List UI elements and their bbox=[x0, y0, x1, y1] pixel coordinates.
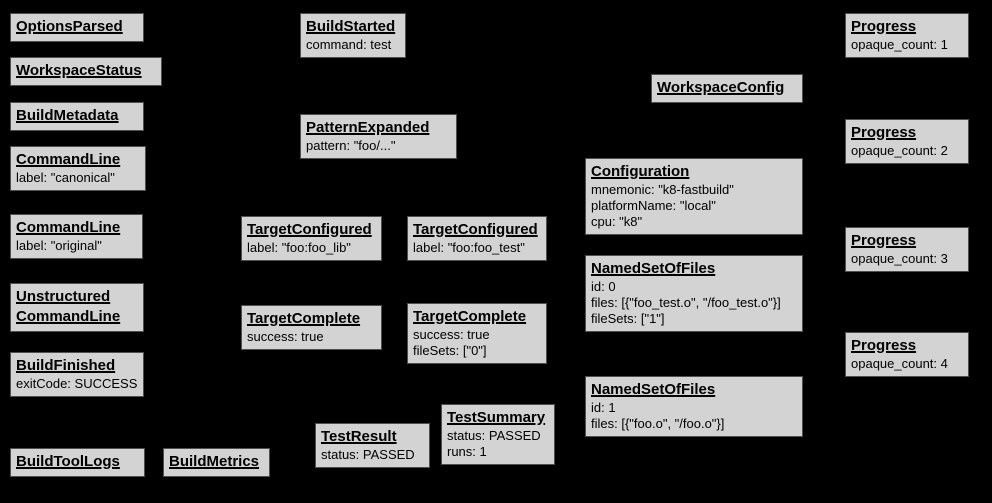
node-title: Progress bbox=[851, 124, 917, 141]
node-title: Progress bbox=[851, 337, 917, 354]
node-body: command: test bbox=[306, 37, 392, 52]
node-title: BuildFinished bbox=[16, 357, 116, 374]
node-configuration: Configuration mnemonic: "k8-fastbuild" p… bbox=[585, 158, 803, 235]
node-target-complete-foo-lib: TargetComplete success: true bbox=[241, 305, 382, 350]
node-body: label: "foo:foo_lib" bbox=[247, 240, 351, 255]
node-body: label: "canonical" bbox=[16, 170, 115, 185]
node-command-line-canonical: CommandLine label: "canonical" bbox=[10, 146, 146, 191]
node-title: TestResult bbox=[321, 428, 397, 445]
node-title: BuildMetrics bbox=[169, 453, 260, 470]
node-title: OptionsParsed bbox=[16, 18, 123, 35]
node-title: Configuration bbox=[591, 163, 690, 180]
node-title: CommandLine bbox=[16, 151, 121, 168]
node-named-set-of-files-0: NamedSetOfFiles id: 0 files: [{"foo_test… bbox=[585, 255, 803, 332]
node-title: WorkspaceStatus bbox=[16, 62, 142, 79]
node-title: BuildToolLogs bbox=[16, 453, 120, 470]
node-progress-4: Progress opaque_count: 4 bbox=[845, 332, 969, 377]
node-title: TargetComplete bbox=[413, 308, 527, 325]
node-workspace-config: WorkspaceConfig bbox=[651, 74, 803, 103]
node-body: id: 0 files: [{"foo_test.o", "/foo_test.… bbox=[591, 279, 781, 326]
node-build-tool-logs: BuildToolLogs bbox=[10, 448, 145, 477]
node-title: TargetComplete bbox=[247, 310, 361, 327]
node-title: CommandLine bbox=[16, 219, 121, 236]
node-body: opaque_count: 2 bbox=[851, 143, 948, 158]
node-title: TargetConfigured bbox=[247, 221, 372, 238]
node-body: success: true bbox=[247, 329, 324, 344]
node-workspace-status: WorkspaceStatus bbox=[10, 57, 162, 86]
node-body: label: "original" bbox=[16, 238, 102, 253]
node-named-set-of-files-1: NamedSetOfFiles id: 1 files: [{"foo.o", … bbox=[585, 376, 803, 437]
node-body: id: 1 files: [{"foo.o", "/foo.o"}] bbox=[591, 400, 725, 431]
node-body: status: PASSED runs: 1 bbox=[447, 428, 541, 459]
node-build-finished: BuildFinished exitCode: SUCCESS bbox=[10, 352, 144, 397]
node-title: Progress bbox=[851, 18, 917, 35]
node-command-line-original: CommandLine label: "original" bbox=[10, 214, 143, 259]
node-progress-1: Progress opaque_count: 1 bbox=[845, 13, 969, 58]
node-options-parsed: OptionsParsed bbox=[10, 13, 144, 42]
node-body: mnemonic: "k8-fastbuild" platformName: "… bbox=[591, 182, 734, 229]
node-title: Progress bbox=[851, 232, 917, 249]
node-title: WorkspaceConfig bbox=[657, 79, 785, 96]
node-title: PatternExpanded bbox=[306, 119, 430, 136]
node-body: opaque_count: 4 bbox=[851, 356, 948, 371]
node-title: TargetConfigured bbox=[413, 221, 538, 238]
node-title: BuildMetadata bbox=[16, 107, 119, 124]
node-body: label: "foo:foo_test" bbox=[413, 240, 525, 255]
node-body: opaque_count: 3 bbox=[851, 251, 948, 266]
node-pattern-expanded: PatternExpanded pattern: "foo/..." bbox=[300, 114, 457, 159]
node-progress-2: Progress opaque_count: 2 bbox=[845, 119, 969, 164]
node-body: opaque_count: 1 bbox=[851, 37, 948, 52]
node-build-metrics: BuildMetrics bbox=[163, 448, 270, 477]
node-body: success: true fileSets: ["0"] bbox=[413, 327, 490, 358]
node-body: status: PASSED bbox=[321, 447, 415, 462]
node-target-configured-foo-test: TargetConfigured label: "foo:foo_test" bbox=[407, 216, 547, 261]
node-target-complete-foo-test: TargetComplete success: true fileSets: [… bbox=[407, 303, 547, 364]
node-build-started: BuildStarted command: test bbox=[300, 13, 406, 58]
node-title: Unstructured CommandLine bbox=[16, 288, 121, 325]
node-title: NamedSetOfFiles bbox=[591, 260, 716, 277]
node-unstructured-command-line: Unstructured CommandLine bbox=[10, 283, 144, 332]
node-test-summary: TestSummary status: PASSED runs: 1 bbox=[441, 404, 555, 465]
node-build-metadata: BuildMetadata bbox=[10, 102, 144, 131]
node-target-configured-foo-lib: TargetConfigured label: "foo:foo_lib" bbox=[241, 216, 382, 261]
node-body: exitCode: SUCCESS bbox=[16, 376, 138, 391]
node-title: TestSummary bbox=[447, 409, 546, 426]
node-body: pattern: "foo/..." bbox=[306, 138, 396, 153]
node-progress-3: Progress opaque_count: 3 bbox=[845, 227, 969, 272]
node-test-result: TestResult status: PASSED bbox=[315, 423, 430, 468]
node-title: NamedSetOfFiles bbox=[591, 381, 716, 398]
node-title: BuildStarted bbox=[306, 18, 396, 35]
